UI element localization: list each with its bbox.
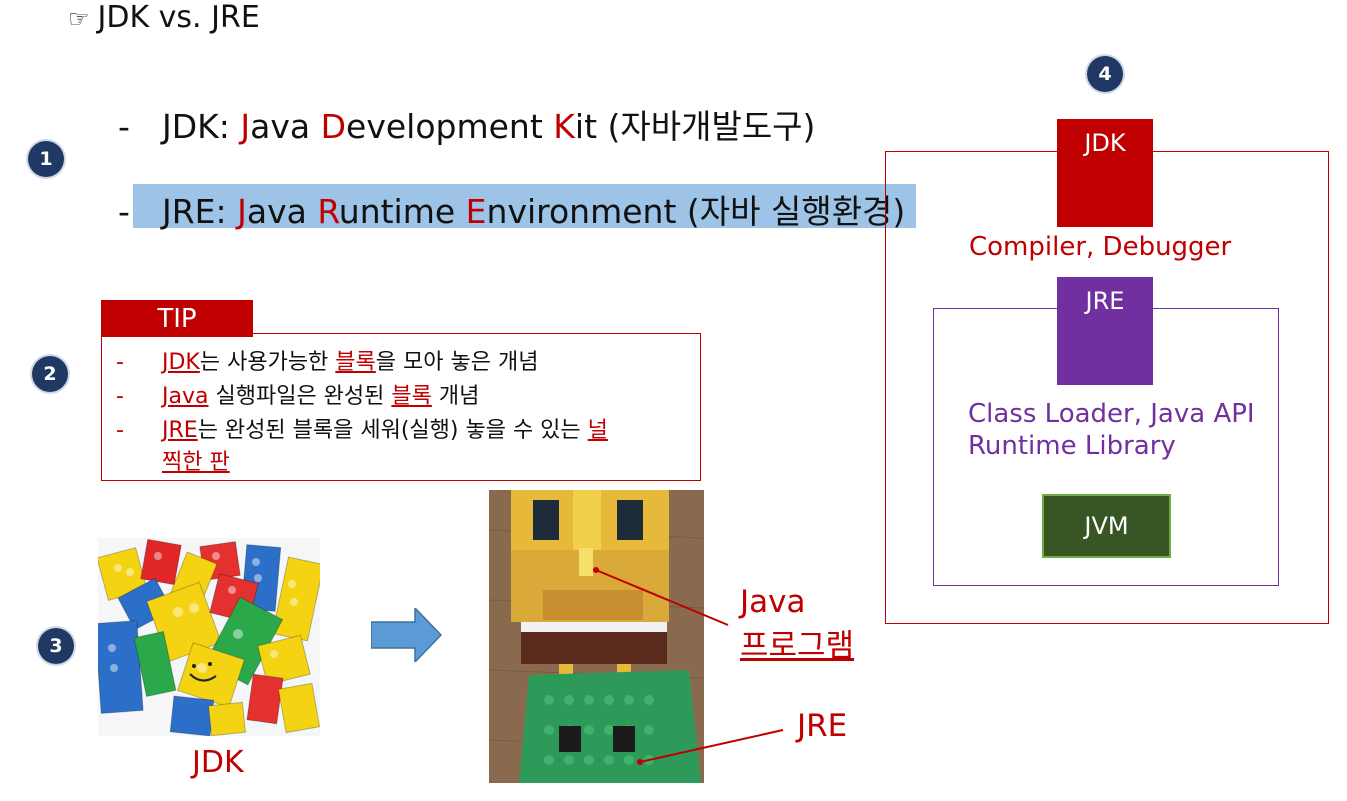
term: 블록: [391, 384, 432, 409]
initial-letter: R: [317, 192, 339, 231]
term: JRE: [162, 418, 198, 443]
word-rest: evelopment: [346, 107, 554, 146]
java-pointer-dot: [593, 567, 599, 573]
word-rest: ava: [246, 192, 318, 231]
tip-item-1: - JDK는 사용가능한 블록을 모아 놓은 개념: [116, 344, 538, 376]
jdk-tools-label: Compiler, Debugger: [969, 232, 1232, 262]
java-label-line-2: 프로그램: [740, 628, 855, 664]
bullet-dash: -: [116, 418, 124, 443]
jre-components-label: Class Loader, Java API Runtime Library: [968, 398, 1255, 462]
right-arrow-icon: [371, 608, 443, 662]
jdk-definition: -JDK: Java Development Kit (자바개발도구): [118, 100, 815, 148]
jre-components-line-2: Runtime Library: [968, 431, 1176, 461]
java-pointer-line: [595, 569, 729, 626]
lego-blocks-illustration: [98, 538, 320, 736]
jre-pointer-line: [639, 729, 784, 763]
bullet-dash: -: [118, 107, 130, 146]
text-highlight: [133, 184, 916, 228]
tip-header: TIP: [101, 300, 253, 337]
word-rest: ava: [250, 107, 321, 146]
initial-letter: K: [553, 107, 575, 146]
jre-pointer-dot: [637, 759, 643, 765]
spongebob-lego-illustration: [489, 490, 704, 783]
bullet-dash: -: [116, 350, 124, 375]
page-title: ☞JDK vs. JRE: [68, 0, 260, 35]
tip-item-3: - JRE는 완성된 블록을 세워(실행) 놓을 수 있는 널: [116, 412, 608, 444]
text: 는 사용가능한: [199, 350, 336, 375]
lego-blocks-image: [98, 538, 320, 736]
term: JDK: [162, 350, 200, 375]
jre-picture-label: JRE: [797, 708, 848, 744]
initial-letter: J: [240, 107, 251, 146]
jre-tag: JRE: [1057, 277, 1153, 385]
jre-components-line-1: Class Loader, Java API: [968, 399, 1255, 429]
text: 개념: [431, 384, 480, 409]
jdk-label: JDK:: [162, 107, 241, 146]
step-badge-1: 1: [28, 141, 64, 177]
bullet-dash: -: [118, 192, 130, 231]
step-badge-3: 3: [38, 628, 74, 664]
pointing-hand-icon: ☞: [68, 5, 90, 33]
tip-item-2: - Java 실행파일은 완성된 블록 개념: [116, 378, 479, 410]
initial-letter: D: [320, 107, 347, 146]
jdk-caption: JDK: [192, 745, 244, 780]
term: Java: [162, 384, 209, 409]
text: 실행파일은 완성된: [208, 384, 392, 409]
jvm-box: JVM: [1042, 494, 1171, 558]
tip-box: -JDK는 사용가능한 블록을 모아 놓은 개념 -Java 실행파일은 완성된…: [101, 333, 701, 481]
bullet-dash: -: [116, 384, 124, 409]
jre-definition: -JRE: Java Runtime Environment (자바 실행환경): [118, 185, 905, 233]
jre-label: JRE:: [162, 192, 238, 231]
word-rest: nvironment (자바 실행환경): [486, 192, 906, 231]
java-label-line-1: Java: [740, 584, 806, 620]
java-program-label: Java 프로그램: [740, 584, 854, 665]
page-title-text: JDK vs. JRE: [97, 0, 260, 35]
jdk-tag: JDK: [1057, 119, 1153, 227]
initial-letter: E: [465, 192, 487, 231]
initial-letter: J: [237, 192, 247, 231]
word-rest: it (자바개발도구): [574, 107, 816, 146]
step-badge-4: 4: [1087, 56, 1123, 92]
term: 찍한 판: [162, 450, 230, 475]
spongebob-lego-image: [489, 490, 704, 783]
step-badge-2: 2: [32, 356, 68, 392]
word-rest: untime: [338, 192, 466, 231]
text: 을 모아 놓은 개념: [375, 350, 539, 375]
term: 널: [587, 418, 608, 443]
text: 는 완성된 블록을 세워(실행) 놓을 수 있는: [197, 418, 588, 443]
tip-item-3-cont: 찍한 판: [116, 444, 230, 476]
term: 블록: [335, 350, 376, 375]
